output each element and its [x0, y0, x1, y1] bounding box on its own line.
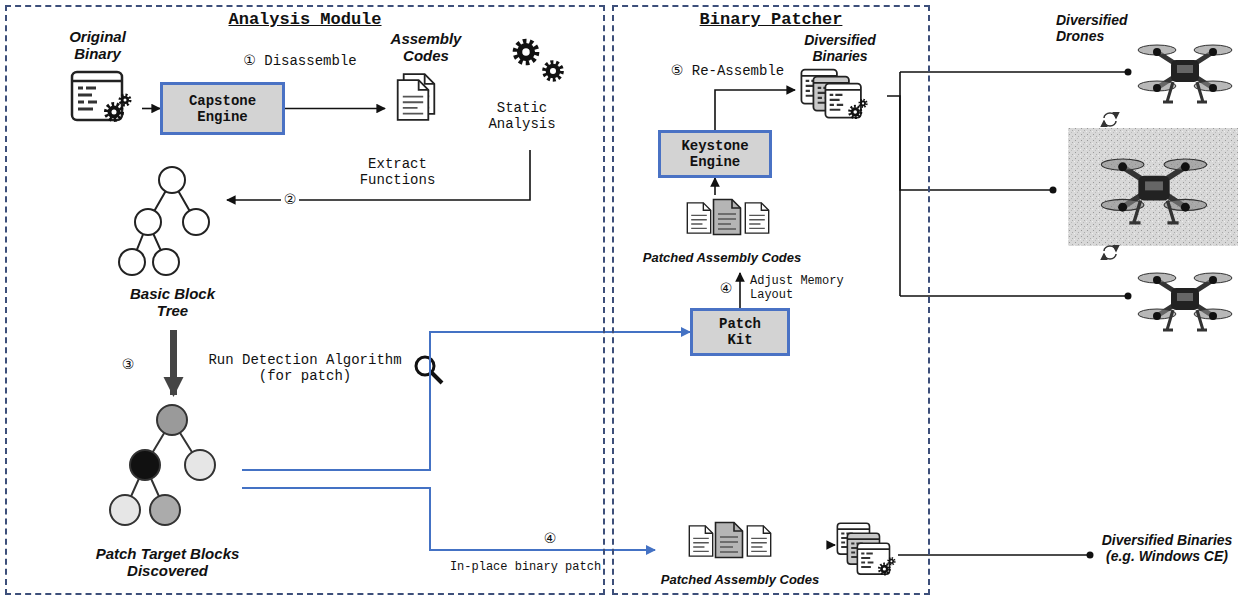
connector-label: ⑤ Re-Assemble [660, 62, 795, 79]
connector [887, 96, 1050, 190]
picture-group: Diversified Drones [1050, 10, 1238, 340]
binary-icon [72, 72, 130, 120]
icon-caption: Diversified Binaries (e.g. Windows CE) [1098, 532, 1236, 564]
drone-photo [1068, 128, 1238, 246]
connector [715, 90, 795, 130]
icon-node: Diversified Binaries (e.g. Windows CE) [835, 520, 897, 582]
step-label: ① Disassemble [225, 52, 375, 69]
document-icon [745, 203, 768, 233]
connector [827, 544, 835, 546]
connector-label: Extract Functions [350, 156, 445, 188]
binary-icon [825, 84, 866, 118]
panel-title: Binary Patcher [614, 10, 928, 29]
icon-caption: Patched Assembly Codes [655, 572, 825, 587]
drone-picture [1101, 159, 1206, 223]
callout-number: ③ [118, 356, 138, 373]
engine-box: Capstone Engine [160, 82, 285, 135]
icon-node: Diversified Binaries [795, 32, 887, 125]
connector [285, 108, 385, 110]
binary-icon [857, 543, 894, 574]
icon-caption: Patched Assembly Codes [637, 250, 807, 265]
drone-picture [1138, 273, 1232, 330]
panel-title: Analysis Module [7, 10, 603, 29]
connectors [142, 90, 1050, 550]
box-label: Capstone Engine [177, 93, 269, 125]
callout-number: ④ [540, 530, 560, 547]
document-icon [747, 526, 770, 556]
document-icon [687, 203, 710, 233]
icon-caption: Original Binary [55, 28, 140, 62]
icon-node: Patch Target Blocks Discovered [95, 395, 242, 587]
drone-picture [1138, 45, 1232, 102]
icon-caption: Patch Target Blocks Discovered [95, 545, 240, 579]
cycle-arrows [1104, 113, 1116, 259]
patch-tree-icon [110, 405, 215, 525]
block-tree-icon [119, 167, 209, 275]
connector [227, 150, 530, 200]
icon-node: Basic Block Tree [120, 160, 227, 330]
engine-box: Keystone Engine [658, 130, 772, 178]
connector-label: In-place binary patch [448, 560, 603, 574]
box-label: Keystone Engine [669, 138, 761, 170]
icon-node: Assembly CodesStatic Analysis [385, 28, 575, 150]
group-caption: Diversified Drones [1056, 12, 1146, 44]
icon-node: Original Binary [55, 28, 142, 130]
document-icon [714, 200, 741, 235]
connector [739, 273, 741, 308]
icon-caption: Basic Block Tree [120, 285, 225, 319]
gear-icon [544, 62, 561, 79]
engine-box: Patch Kit [690, 308, 790, 356]
box-label: Patch Kit [710, 316, 770, 348]
module-panel: Analysis ModuleOriginal BinaryCapstone E… [5, 5, 605, 595]
callout-number: ② [281, 191, 299, 208]
connector [714, 178, 716, 195]
step-note: Static Analysis [471, 100, 573, 132]
icon-node: Patched Assembly Codes [637, 195, 809, 273]
document-icon [716, 523, 743, 558]
callout-number: ④ [716, 280, 736, 297]
connector [242, 488, 655, 550]
icon-caption: Assembly Codes [385, 30, 467, 64]
icon-caption: Diversified Binaries [795, 32, 885, 64]
gear-icon [515, 41, 536, 62]
icon-node: Patched Assembly Codes [655, 522, 827, 592]
connector [170, 330, 177, 395]
document-icon [689, 526, 712, 556]
connector-label: Run Detection Algorithm (for patch) [205, 352, 405, 384]
connector-label: Adjust Memory Layout [750, 274, 850, 302]
connector [142, 108, 160, 110]
document-icon [398, 80, 429, 120]
